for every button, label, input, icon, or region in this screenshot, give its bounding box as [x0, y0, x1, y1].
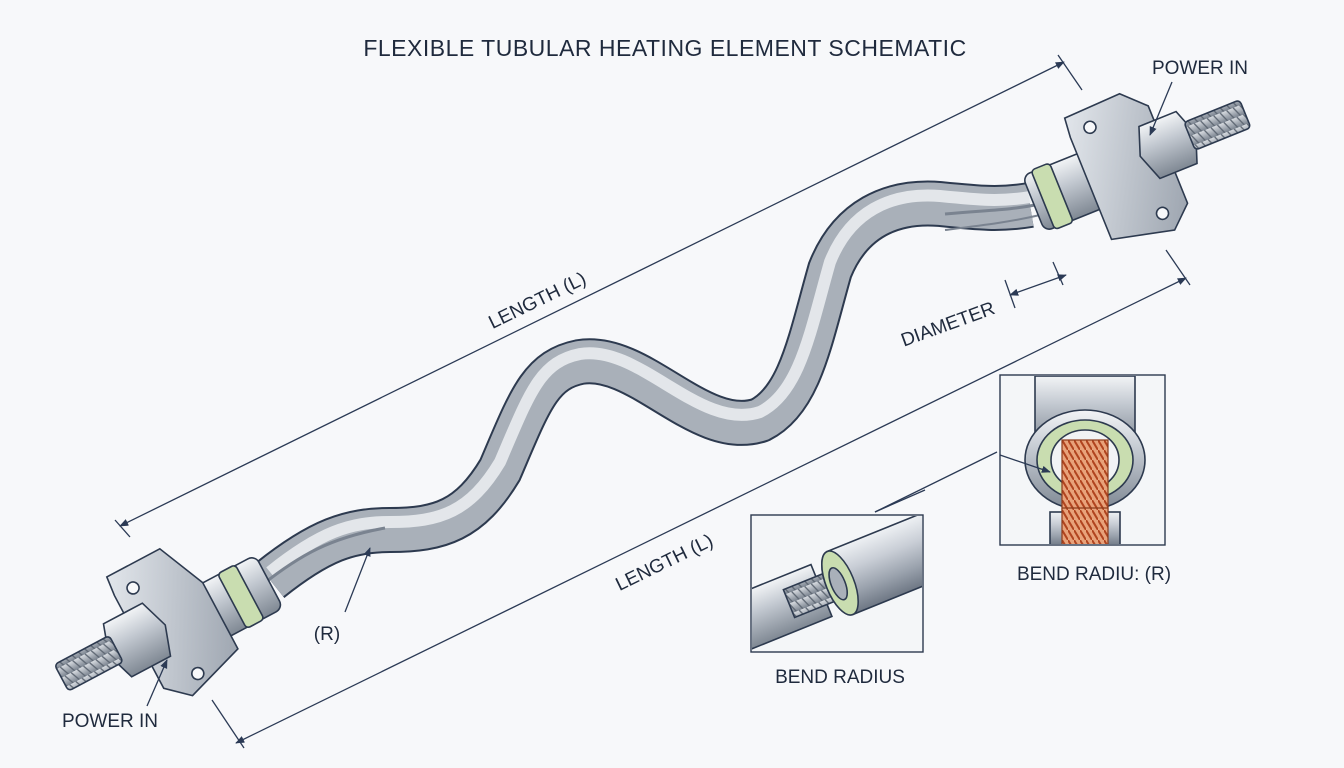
length-label-upper: LENGTH (L) [486, 268, 590, 333]
bend-radius-r-label: BEND RADIU: (R) [1017, 564, 1171, 585]
right-terminal-assembly [1024, 92, 1251, 241]
radius-marker-leader [344, 547, 371, 613]
insulator-band-left [218, 565, 264, 629]
bend-radius-label: BEND RADIUS [775, 667, 905, 688]
insulator-band-right [1031, 163, 1074, 230]
threaded-stud-left [55, 636, 123, 691]
power-in-leader-left [146, 659, 168, 707]
left-terminal-assembly [55, 547, 282, 697]
threaded-stud-right [1184, 100, 1251, 150]
power-in-label-right: POWER IN [1152, 58, 1248, 79]
power-in-leader-right [1149, 81, 1173, 136]
mounting-flange-left [105, 547, 239, 697]
detail-inset-bend-radius: BEND RADIUS [750, 489, 926, 688]
diameter-dimension: DIAMETER [898, 261, 1067, 351]
length-label-lower: LENGTH (L) [613, 530, 717, 595]
detail-inset-cutaway: BEND RADIU: (R) [874, 374, 1171, 585]
power-in-label-left: POWER IN [62, 711, 158, 732]
radius-marker-label: (R) [314, 624, 340, 645]
diameter-label: DIAMETER [898, 298, 997, 351]
heating-element-tube [255, 180, 1041, 599]
diagram-title: FLEXIBLE TUBULAR HEATING ELEMENT SCHEMAT… [363, 35, 966, 61]
length-dimension-upper: LENGTH (L) [114, 54, 1083, 538]
